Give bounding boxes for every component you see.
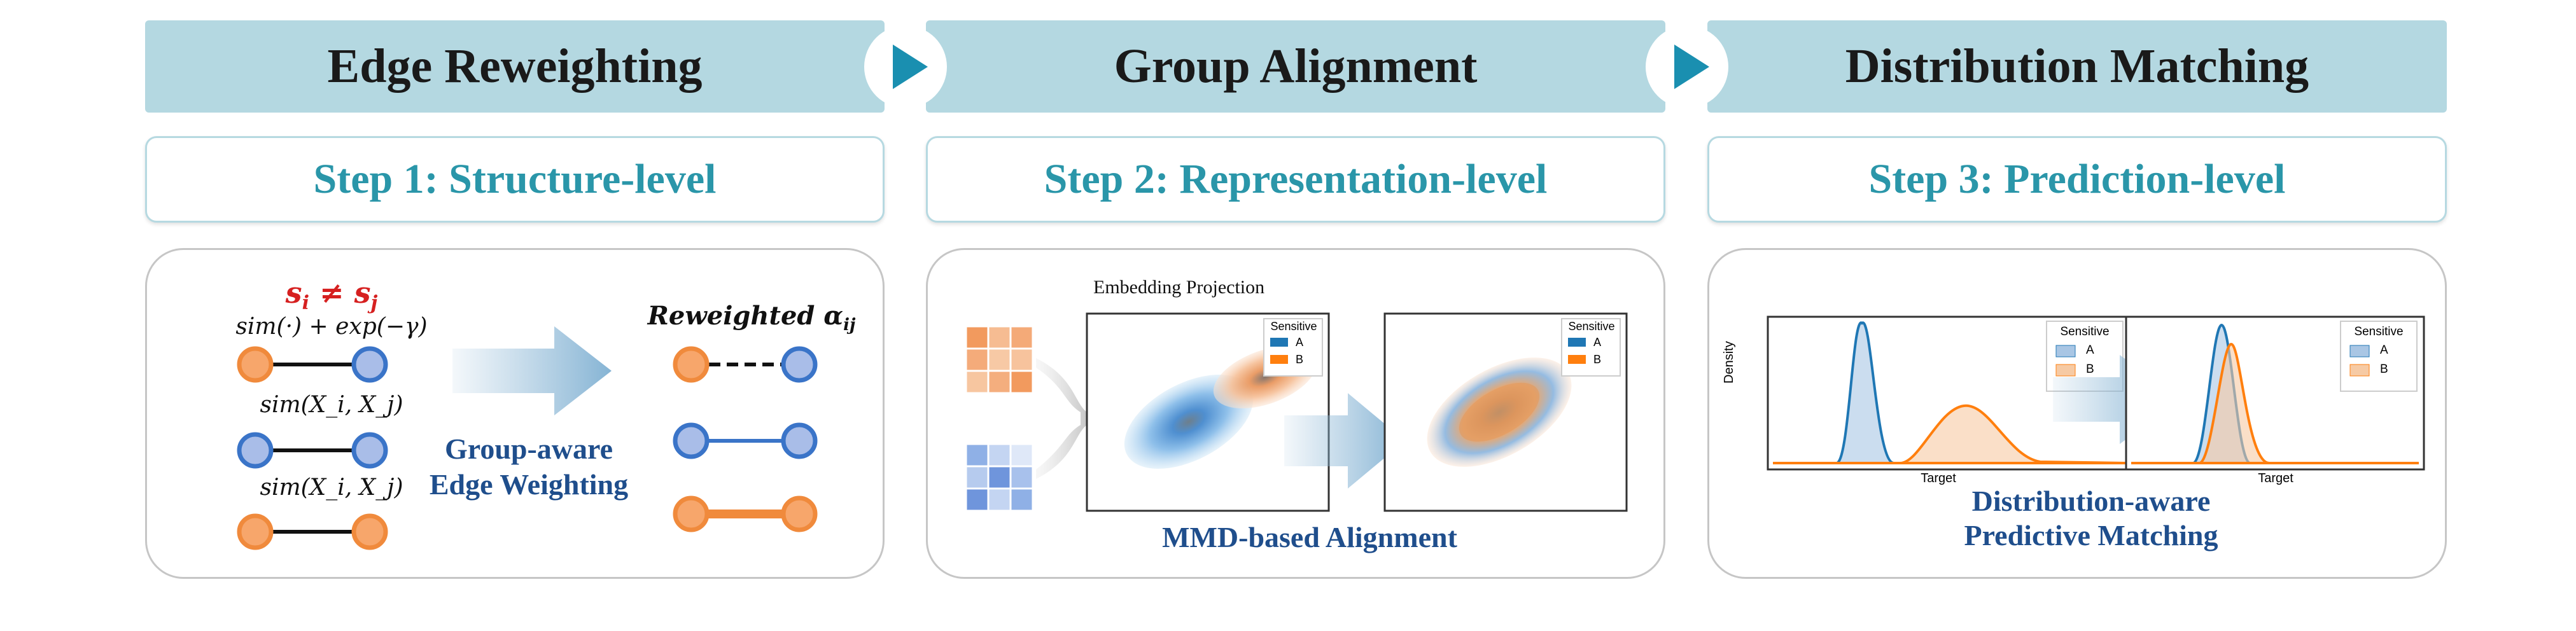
- node-group-a: [351, 346, 388, 383]
- legend-label-a: A: [2086, 343, 2094, 357]
- legend-label-a: A: [2380, 343, 2388, 357]
- formula-same-group-2: sim(X_i, X_j): [260, 475, 403, 501]
- header-edge-reweighting: Edge Reweighting: [145, 20, 885, 113]
- node-group-b: [673, 346, 710, 383]
- legend-title: Sensitive: [2060, 325, 2110, 338]
- reweighted-label: Reweighted αij: [647, 301, 856, 335]
- stage-transition-2: [1646, 25, 1728, 108]
- edge-graph-left: [237, 326, 818, 550]
- step-label: Step 2: Representation-level: [1044, 156, 1548, 202]
- embedding-matrix-group-a: [965, 443, 1034, 512]
- legend-label-b: B: [2380, 363, 2388, 376]
- node-group-b: [237, 513, 274, 550]
- legend-label-b: B: [1296, 353, 1304, 366]
- legend-box: [1263, 318, 1323, 377]
- node-group-a: [351, 432, 388, 469]
- density-curve-group-a: [1773, 321, 2126, 464]
- projection-title: Embedding Projection: [1093, 277, 1265, 298]
- node-group-b: [781, 496, 818, 532]
- density-figure: [1767, 316, 2425, 471]
- header-title: Group Alignment: [1114, 39, 1478, 93]
- node-group-a: [781, 346, 818, 383]
- legend-label-b: B: [2086, 363, 2094, 376]
- formula-cross-group: sim(·) + exp(−γ): [235, 314, 428, 340]
- stage-transition-1: [864, 25, 947, 108]
- panel-distribution-matching: Density Target Target Sensitive A B Sens…: [1707, 248, 2447, 579]
- density-ylabel: Density: [1722, 341, 1736, 384]
- step-1-box: Step 1: Structure-level: [145, 136, 885, 223]
- step-3-box: Step 3: Prediction-level: [1707, 136, 2447, 223]
- node-group-b: [237, 346, 274, 383]
- alignment-arrow: [1284, 393, 1405, 489]
- node-group-b: [351, 513, 388, 550]
- step-label: Step 1: Structure-level: [313, 156, 717, 202]
- embedding-matrix-group-b: [965, 325, 1034, 394]
- density-xlabel: Target: [2258, 471, 2293, 485]
- header-distribution-matching: Distribution Matching: [1707, 20, 2447, 113]
- formula-same-group-1: sim(X_i, X_j): [260, 392, 403, 418]
- legend-title: Sensitive: [2354, 325, 2404, 338]
- header-title: Edge Reweighting: [327, 39, 703, 93]
- legend-title: Sensitive: [1568, 320, 1615, 333]
- density-curve-group-b: [2131, 342, 2419, 464]
- header-group-alignment: Group Alignment: [926, 20, 1665, 113]
- step-label: Step 3: Prediction-level: [1868, 156, 2286, 202]
- node-group-a: [673, 422, 710, 459]
- legend-title: Sensitive: [1270, 320, 1317, 333]
- step-2-box: Step 2: Representation-level: [926, 136, 1665, 223]
- node-group-a: [781, 422, 818, 459]
- header-title: Distribution Matching: [1845, 39, 2309, 93]
- legend-box: [1561, 318, 1621, 377]
- density-xlabel: Target: [1921, 471, 1956, 485]
- legend-label-b: B: [1593, 353, 1602, 366]
- play-arrow-icon: [1674, 45, 1709, 89]
- node-group-a: [237, 432, 274, 469]
- embedding-figure: [965, 312, 1628, 512]
- panel-edge-reweighting: si ≠ sj sim(·) + exp(−γ): [145, 248, 885, 579]
- caption-group-aware: Group-aware Edge Weighting: [429, 433, 629, 501]
- legend-label-a: A: [1296, 336, 1304, 349]
- transform-arrow: [452, 326, 612, 415]
- legend-label-a: A: [1593, 336, 1602, 349]
- node-group-b: [673, 496, 710, 532]
- sensitive-condition: si ≠ sj: [285, 275, 378, 315]
- play-arrow-icon: [893, 45, 928, 89]
- panel-group-alignment: Embedding Projection Sensitive A B Sensi…: [926, 248, 1665, 579]
- caption-distribution-aware: Distribution-aware Predictive Matching: [1964, 485, 2218, 551]
- density-curve-group-b: [1773, 404, 2127, 464]
- caption-mmd-alignment: MMD-based Alignment: [1162, 521, 1457, 553]
